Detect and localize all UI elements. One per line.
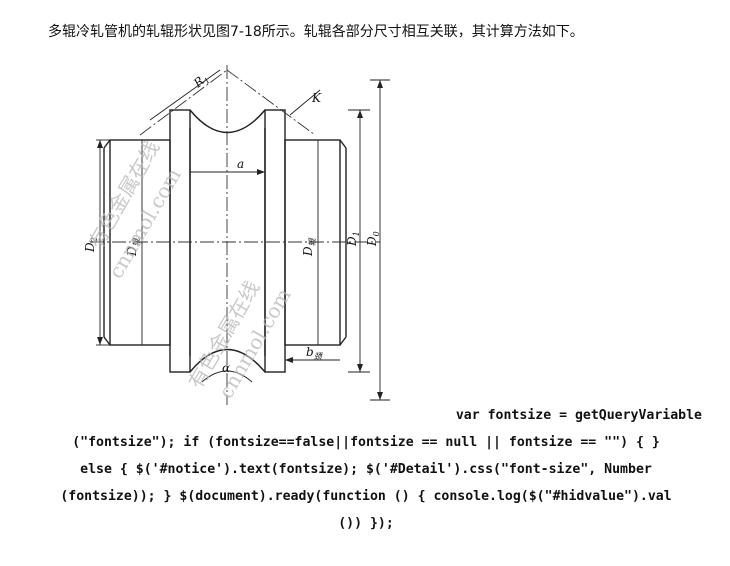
dim-alpha-arc — [201, 370, 253, 383]
code-line: else { $('#notice').text(fontsize); $('#… — [80, 462, 652, 477]
code-line: ("fontsize"); if (fontsize==false||fonts… — [72, 435, 660, 450]
top-groove — [189, 109, 266, 134]
label-D0: D0 — [365, 231, 381, 247]
dim-R — [149, 69, 221, 121]
left-flange — [169, 109, 191, 373]
label-D1: D1 — [345, 231, 361, 247]
label-b: b颈 — [306, 345, 324, 361]
label-alpha: α — [222, 361, 230, 375]
dim-K — [289, 89, 321, 116]
code-line: ()) }); — [338, 516, 394, 531]
code-line: (fontsize)); } $(document).ready(functio… — [60, 489, 672, 504]
intro-paragraph: 多辊冷轧管机的轧辊形状见图7-18所示。轧辊各部分尺寸相互关联，其计算方法如下。 — [48, 24, 584, 40]
label-Dright: D辊 — [301, 237, 317, 257]
label-D2: D2 — [83, 237, 99, 253]
label-a: a — [237, 157, 244, 171]
label-Dleft: D辊 — [125, 237, 141, 257]
roll-shape-diagram: R1 K a α D2 D辊 D辊 D1 D0 b颈 有色金属在线 cnnmol… — [80, 60, 400, 405]
bottom-groove — [189, 348, 266, 373]
roll-diagram-svg: R1 K a α D2 D辊 D辊 D1 D0 b颈 有色金属在线 cnnmol… — [83, 65, 390, 405]
code-line: var fontsize = getQueryVariable — [455, 408, 702, 423]
label-K: K — [311, 91, 322, 105]
leaked-script-text: var fontsize = getQueryVariable ("fontsi… — [18, 402, 714, 537]
